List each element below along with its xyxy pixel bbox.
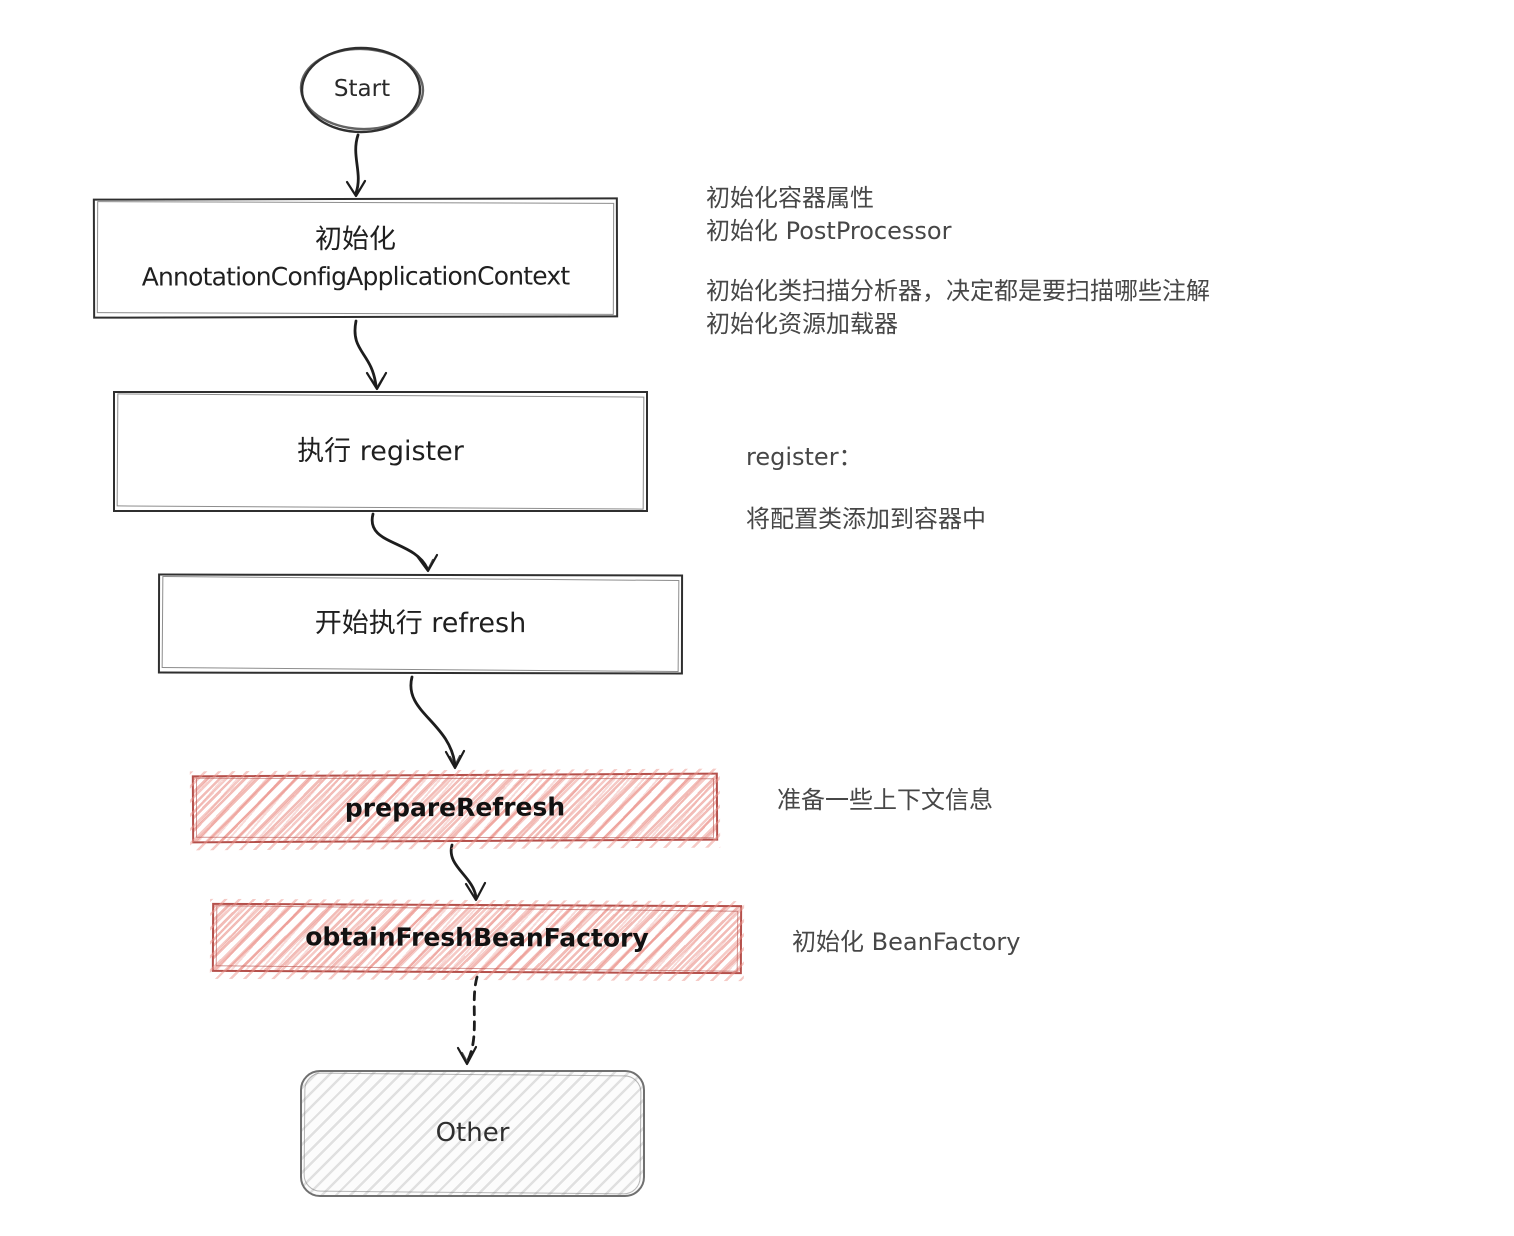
node-other-label: Other [435, 1117, 510, 1148]
annotation-line: 初始化资源加载器 [706, 310, 898, 338]
node-init-context-label-line2: AnnotationConfigApplicationContext [141, 261, 570, 292]
annotation-line: 初始化类扫描分析器，决定都是要扫描哪些注解 [706, 277, 1210, 305]
edge-register-refresh [370, 512, 439, 573]
annotation-obtain-bean-factory: 初始化 BeanFactory [792, 928, 1021, 956]
edge-start-init [345, 133, 367, 198]
node-obtain-bean-factory: obtainFreshBeanFactory [211, 902, 743, 975]
edge-prepare-obtain [449, 843, 487, 902]
node-start: Start [303, 49, 421, 131]
node-obtain-bean-factory-label: obtainFreshBeanFactory [305, 922, 649, 953]
node-refresh-label: 开始执行 refresh [314, 608, 527, 640]
edge-init-register [353, 319, 388, 391]
node-register-label: 执行 register [297, 435, 464, 467]
node-prepare-refresh: prepareRefresh [191, 772, 719, 844]
node-other: Other [300, 1070, 645, 1197]
node-init-context-label-line1: 初始化 [314, 224, 396, 256]
node-refresh: 开始执行 refresh [157, 573, 684, 675]
annotation-register-title: register： [746, 443, 863, 471]
node-start-label: Start [333, 76, 391, 103]
annotation-register-body: 将配置类添加到容器中 [746, 505, 986, 533]
edge-refresh-prepare [409, 675, 466, 770]
node-init-context: 初始化 AnnotationConfigApplicationContext [92, 197, 619, 319]
edge-obtain-other [456, 975, 479, 1066]
node-register: 执行 register [113, 391, 648, 512]
annotation-prepare-refresh: 准备一些上下文信息 [777, 786, 993, 814]
annotation-line: 初始化容器属性 [706, 184, 874, 212]
annotation-init-context: 初始化容器属性 初始化 PostProcessor 初始化类扫描分析器，决定都是… [706, 182, 1210, 341]
annotation-line: 初始化 PostProcessor [706, 217, 952, 245]
node-prepare-refresh-label: prepareRefresh [344, 792, 566, 823]
annotation-register: register： 将配置类添加到容器中 [746, 441, 986, 536]
